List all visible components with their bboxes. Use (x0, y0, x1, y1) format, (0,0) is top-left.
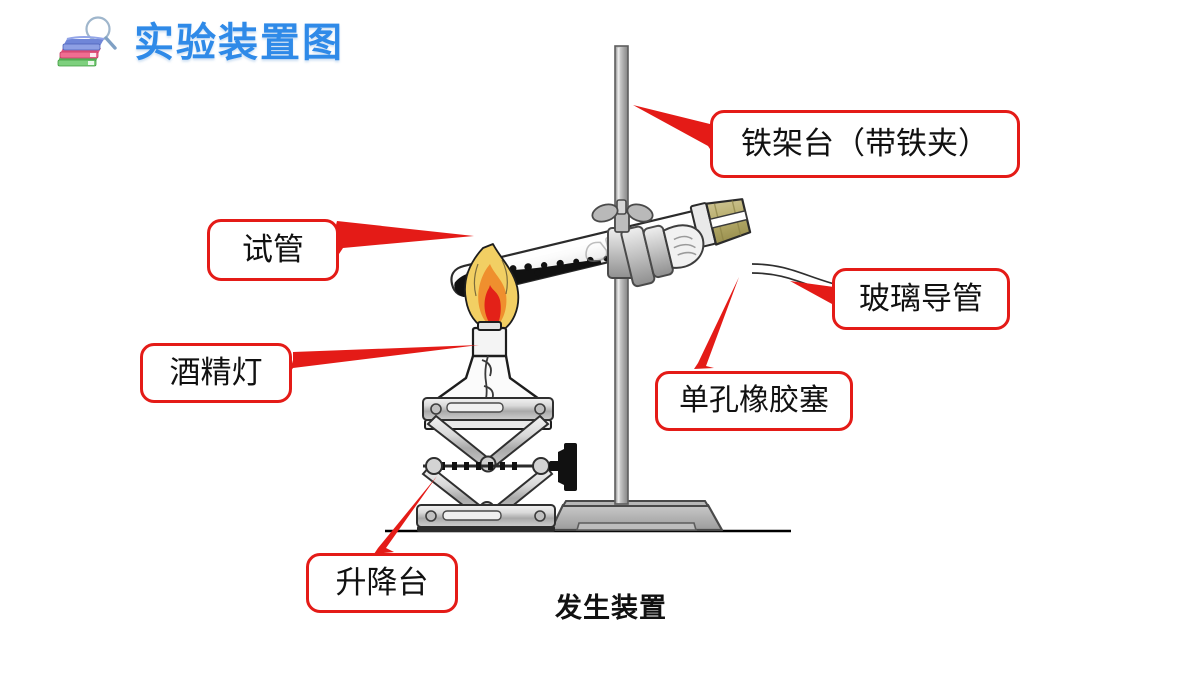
clamp-wing-screw (591, 199, 654, 233)
flame (464, 243, 520, 331)
callout-alcohol-lamp-label: 酒精灯 (169, 354, 263, 391)
leader-alcohol-lamp (289, 345, 479, 374)
callout-alcohol-lamp[interactable]: 酒精灯 (140, 343, 292, 403)
leader-iron-stand (633, 105, 716, 152)
callout-iron-stand[interactable]: 铁架台（带铁夹） (710, 110, 1020, 178)
callout-test-tube-label: 试管 (242, 231, 304, 268)
iron-clamp (591, 199, 705, 288)
lift-screw-rod (423, 457, 550, 475)
books-magnifier-icon (52, 12, 124, 74)
rubber-stopper (689, 198, 752, 248)
callout-iron-stand-label: 铁架台（带铁夹） (741, 125, 989, 162)
callout-rubber-stopper-label: 单孔橡胶塞 (679, 383, 829, 418)
leader-rubber-stopper (694, 277, 739, 369)
leader-lift-platform (374, 476, 437, 554)
page-title: 实验装置图 (134, 20, 344, 66)
callout-test-tube[interactable]: 试管 (207, 219, 339, 281)
callout-glass-tube[interactable]: 玻璃导管 (832, 268, 1010, 330)
lift-knob (549, 443, 577, 491)
diagram-caption: 发生装置 (555, 593, 667, 624)
callout-rubber-stopper[interactable]: 单孔橡胶塞 (655, 371, 853, 431)
scissor-lift-platform (416, 397, 577, 532)
callout-lift-platform-label: 升降台 (335, 564, 429, 601)
leader-glass-tube (790, 281, 836, 310)
leader-test-tube (335, 221, 474, 254)
slide-header: 实验装置图 (52, 12, 344, 74)
callout-glass-tube-label: 玻璃导管 (859, 280, 983, 317)
callout-lift-platform[interactable]: 升降台 (306, 553, 458, 613)
